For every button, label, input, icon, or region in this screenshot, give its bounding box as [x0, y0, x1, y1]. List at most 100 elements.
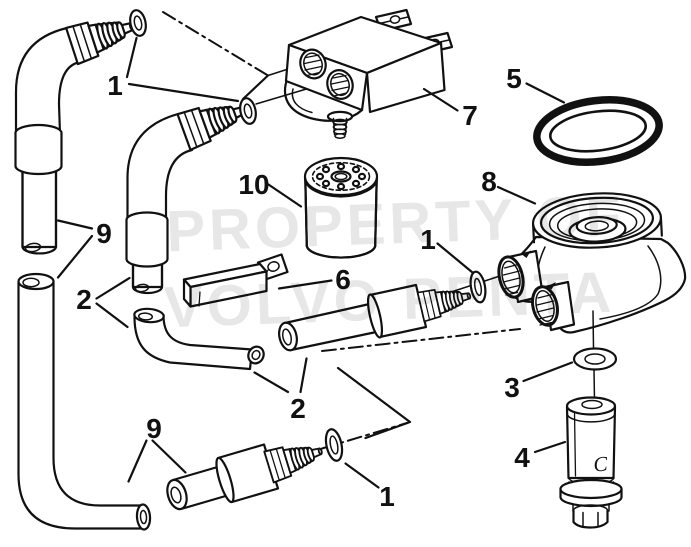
o-ring-middle	[469, 270, 487, 304]
port-threads	[536, 293, 555, 326]
hose-bore	[170, 486, 182, 504]
leader-2-middle	[253, 357, 308, 394]
valve: C	[559, 396, 623, 529]
valve-flange-top	[559, 478, 623, 500]
threaded-hole-upper	[299, 48, 327, 80]
oil-cooler-housing	[497, 192, 687, 402]
leader-2-left	[95, 276, 131, 329]
valve-hex	[572, 509, 609, 529]
drain-stem	[592, 310, 596, 402]
drum-sides	[532, 217, 663, 244]
sleeve-end	[366, 293, 384, 339]
hose-tube-sides	[21, 166, 58, 249]
threaded-port-lower	[531, 280, 576, 332]
o-ring-inner	[473, 277, 483, 297]
o-ring-inner	[133, 15, 143, 31]
filter-gasket-dotted	[311, 161, 371, 192]
center-line-top	[162, 11, 269, 77]
sleeve-end	[215, 456, 235, 504]
center-line-middle	[321, 328, 521, 352]
thread-hatch	[330, 74, 350, 97]
block-right-face	[365, 41, 446, 114]
o-ring-outer	[533, 96, 663, 166]
valve-hex-facets	[582, 511, 599, 528]
callout-5: 5	[506, 63, 522, 94]
valve-body-line	[573, 411, 577, 477]
valve-marking-letter: C	[592, 451, 609, 476]
hose-outline	[17, 279, 144, 530]
hose-tube	[21, 166, 58, 249]
o-ring-large	[533, 96, 663, 166]
bracket-tab-hole	[267, 261, 280, 272]
banjo-fitting	[65, 6, 141, 66]
hose-bore	[22, 277, 40, 288]
leader-6	[277, 279, 333, 290]
hose-tube-end	[21, 245, 58, 255]
bottom-sender-assembly	[166, 434, 328, 511]
leader-4	[533, 440, 567, 454]
bracket-detail-line	[198, 291, 201, 307]
callout-4: 4	[514, 442, 530, 473]
threaded-hole-lower	[326, 69, 354, 100]
leader-8	[496, 185, 537, 205]
o-ring-upper-1	[129, 9, 147, 37]
bracket	[182, 253, 289, 308]
valve-flange-bottom	[559, 495, 623, 508]
hose-bore	[281, 328, 293, 346]
o-ring-inner	[329, 435, 339, 455]
long-hose	[17, 272, 152, 531]
hose-assembly-upper-left	[14, 6, 141, 255]
flange-inner-arc	[291, 88, 313, 114]
valve-flange-sides	[559, 487, 623, 499]
hose-end-loop-bore	[251, 349, 261, 361]
oil-filter	[303, 156, 379, 259]
elbow-hose	[133, 307, 265, 371]
callout-10: 10	[238, 169, 269, 200]
leader-1-top	[125, 36, 240, 103]
port-arrow	[522, 250, 531, 258]
o-ring-inner	[548, 109, 648, 153]
hole-bore	[303, 52, 323, 76]
callout-2-middle: 2	[290, 393, 306, 424]
center-bore	[584, 220, 609, 232]
adapter-block	[284, 8, 454, 139]
leader-1-middle	[436, 242, 474, 274]
tab-hole	[389, 15, 401, 24]
port-bore	[535, 290, 555, 322]
callout-9-left: 9	[96, 218, 112, 249]
filter-center-hole	[330, 170, 352, 183]
leader-9-bottom	[127, 439, 187, 483]
thread-hatch	[303, 54, 323, 77]
assembly-arrow-bottom	[336, 366, 412, 440]
valve-top-hole	[581, 399, 603, 410]
leader-lines	[56, 36, 574, 489]
filter-nipple	[326, 110, 354, 139]
callout-1-top: 1	[107, 70, 123, 101]
valve-top	[565, 396, 617, 416]
leader-7	[422, 87, 459, 112]
hose-tube-bore	[134, 283, 150, 293]
o-ring-outer	[239, 97, 257, 125]
hose-end-bore	[139, 509, 148, 525]
callout-1-bottom: 1	[379, 481, 395, 512]
callout-9-bottom: 9	[146, 413, 162, 444]
hose-assembly-upper-second	[125, 90, 253, 295]
o-ring-outer	[129, 9, 147, 37]
valve-hex-top	[572, 504, 609, 512]
hose-tube	[283, 301, 383, 352]
port-threads	[502, 263, 521, 296]
drum-rim-1	[539, 196, 655, 245]
hose-bore	[137, 312, 154, 321]
banjo-fitting	[176, 90, 253, 151]
filter-body-sides	[304, 178, 378, 248]
washer-inner	[584, 353, 606, 365]
callout-3: 3	[504, 372, 520, 403]
callout-2-left: 2	[76, 284, 92, 315]
valve-band	[566, 414, 616, 423]
callout-8: 8	[481, 166, 497, 197]
port-arrow	[547, 282, 556, 290]
o-ring-bottom	[324, 428, 344, 462]
leader-10	[264, 181, 303, 208]
callout-labels: 1 9 2 10 6 7 5 8 1 2 3 4 9 1	[76, 63, 530, 512]
